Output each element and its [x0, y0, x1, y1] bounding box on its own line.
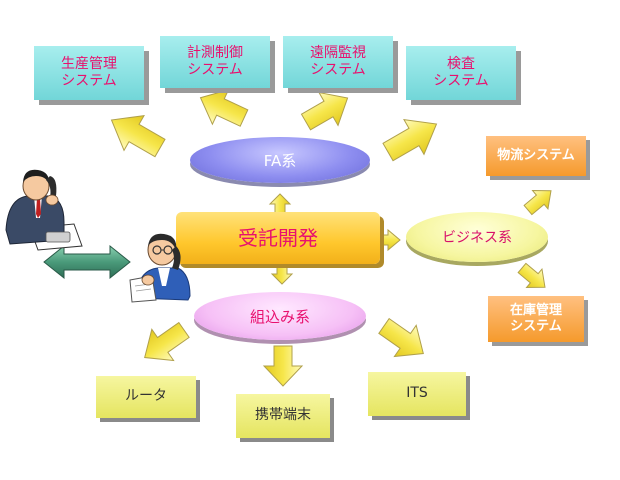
business-category-label: ビジネス系	[442, 230, 512, 246]
arrow-center-to-embedded	[270, 263, 294, 285]
arrow-embedded-to-router	[144, 321, 190, 362]
embedded-system-router: ルータ	[96, 376, 196, 418]
embedded-system-keitai: 携帯端末	[236, 394, 330, 438]
business-system-butsuryu: 物流システム	[486, 136, 586, 176]
fa-system-seisan-label: 生産管理 システム	[61, 55, 117, 90]
embedded-category-ellipse: 組込み系	[194, 292, 366, 340]
arrow-fa-to-seisan	[110, 115, 166, 158]
fa-system-enkaku-label: 遠隔監視 システム	[310, 44, 366, 79]
arrow-fa-to-kensa	[382, 119, 438, 162]
embedded-system-keitai-label: 携帯端末	[255, 407, 311, 424]
arrow-customer-engineer	[43, 244, 131, 280]
fa-system-enkaku: 遠隔監視 システム	[283, 36, 393, 88]
embedded-system-router-label: ルータ	[125, 388, 167, 405]
embedded-system-its-label: ITS	[406, 385, 428, 402]
business-category-ellipse: ビジネス系	[406, 212, 548, 262]
business-system-butsuryu-label: 物流システム	[497, 147, 575, 163]
fa-system-seisan: 生産管理 システム	[34, 46, 144, 100]
fa-category-ellipse: FA系	[190, 137, 370, 183]
arrow-business-to-zaiko	[517, 262, 546, 288]
embedded-system-its: ITS	[368, 372, 466, 416]
arrow-business-to-butsuryu	[523, 190, 552, 216]
business-system-zaiko: 在庫管理 システム	[488, 296, 584, 342]
fa-category-label: FA系	[263, 151, 297, 170]
fa-system-keisoku-label: 計測制御 システム	[187, 44, 243, 79]
arrow-embedded-to-keitai	[262, 345, 304, 387]
fa-system-kensa: 検査 システム	[406, 46, 516, 100]
center-label: 受託開発	[238, 225, 318, 250]
business-system-zaiko-label: 在庫管理 システム	[509, 302, 562, 334]
embedded-category-label: 組込み系	[249, 307, 310, 326]
fa-system-kensa-label: 検査 システム	[433, 55, 489, 90]
arrow-fa-to-enkaku	[300, 91, 349, 131]
center-box: 受託開発	[176, 212, 380, 264]
fa-system-keisoku: 計測制御 システム	[160, 36, 270, 88]
arrow-fa-to-keisoku	[199, 89, 249, 127]
arrow-embedded-to-its	[378, 317, 424, 358]
